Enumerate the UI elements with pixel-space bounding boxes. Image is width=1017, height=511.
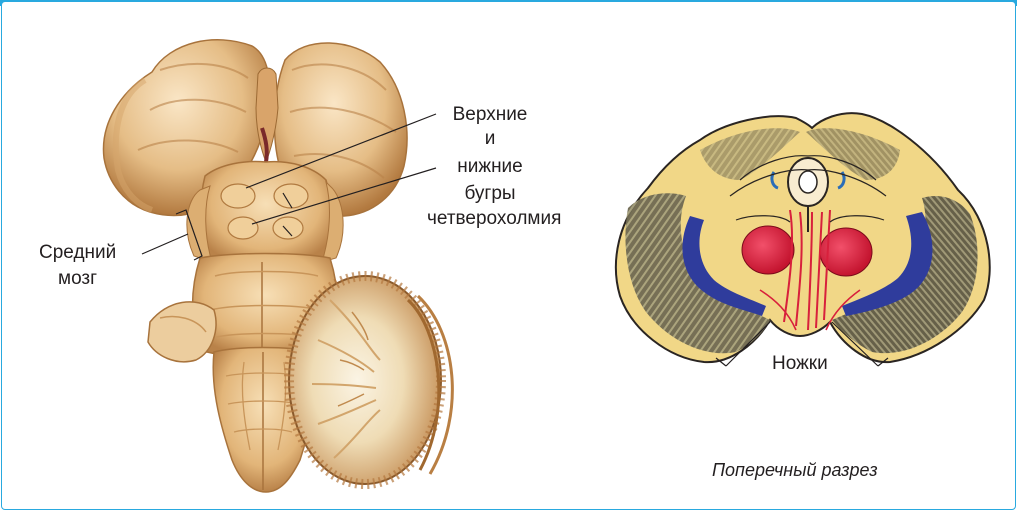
cerebellum-section	[289, 276, 452, 484]
label-verkhnie: Верхние	[440, 103, 540, 127]
caption-cross-section: Поперечный разрез	[712, 458, 878, 482]
superior-colliculus-right	[274, 184, 308, 208]
label-nozhki: Ножки	[772, 352, 828, 376]
label-i: и	[440, 127, 540, 151]
midbrain-cross-section	[616, 113, 990, 366]
midbrain-body	[201, 162, 331, 268]
inferior-colliculus-right	[273, 217, 303, 239]
brainstem-illustration	[103, 40, 452, 492]
inferior-colliculus-left	[228, 217, 258, 239]
label-chetverokholmiya: четверохолмия	[427, 207, 561, 231]
label-nizhnie: нижние	[440, 155, 540, 179]
superior-colliculus-left	[221, 184, 255, 208]
label-mozg: мозг	[58, 267, 97, 291]
label-bugry: бугры	[440, 182, 540, 206]
label-sredniy: Средний	[39, 241, 116, 265]
red-nucleus-left	[742, 226, 794, 274]
